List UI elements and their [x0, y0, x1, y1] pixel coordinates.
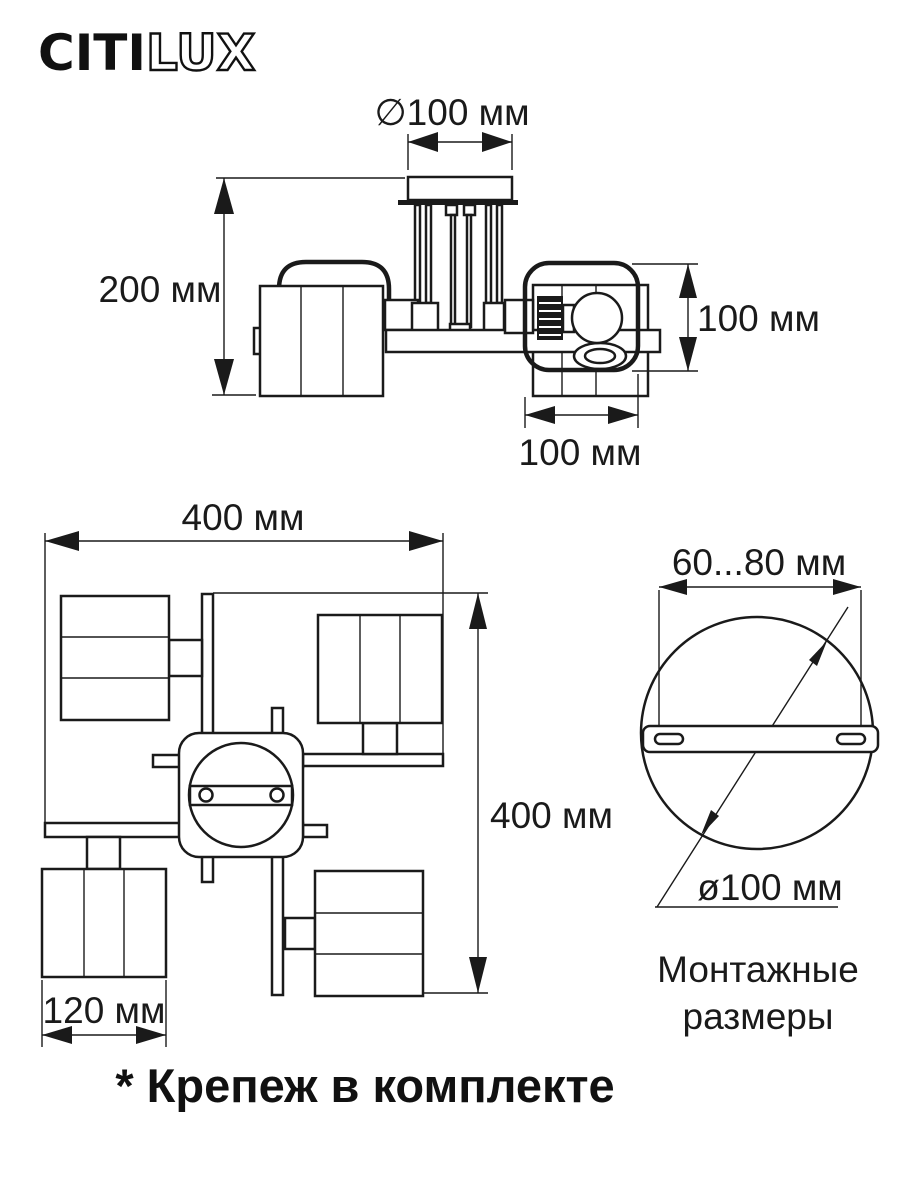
- side-view-drawing: ∅100 мм 200 мм: [99, 92, 820, 473]
- top-left-lamp: [59, 594, 204, 722]
- dim-head-height: 100 мм: [632, 263, 820, 372]
- brand-logo: CITILUX: [38, 23, 257, 83]
- bulb-assembly: [537, 291, 628, 371]
- mounting-caption: Монтажные размеры: [657, 949, 859, 1037]
- dim-head-width: 100 мм: [519, 374, 642, 473]
- dim-label-overall-depth: 400 мм: [490, 795, 613, 836]
- bottom-right-lamp: [283, 869, 425, 998]
- dim-label-shade-width: 120 мм: [43, 990, 166, 1031]
- dim-shade-width: 120 мм: [41, 980, 167, 1047]
- dim-overall-depth: 400 мм: [213, 592, 613, 994]
- right-lamp-frame: [522, 260, 641, 373]
- brand-logo-outline-part: LUX: [145, 23, 257, 83]
- dim-label-head-height: 100 мм: [697, 298, 820, 339]
- diameter-leader: ø100 мм: [655, 606, 849, 908]
- dim-label-plate-diameter: ø100 мм: [697, 867, 843, 908]
- mounting-bracket: [641, 724, 880, 754]
- brand-logo-solid-part: CITI: [38, 24, 147, 82]
- dim-label-fixture-height: 200 мм: [99, 269, 222, 310]
- mounting-drawing: 60...80 мм ø100 мм: [639, 542, 880, 908]
- dim-fixture-height: 200 мм: [99, 177, 405, 396]
- dim-label-overall-width: 400 мм: [182, 497, 305, 538]
- top-right-lamp: [316, 613, 444, 756]
- dim-canopy-diameter: ∅100 мм: [374, 92, 530, 170]
- dim-label-head-width: 100 мм: [519, 432, 642, 473]
- bottom-left-lamp: [40, 835, 168, 979]
- dim-label-canopy-diameter: ∅100 мм: [374, 92, 529, 133]
- dim-label-slot-spacing: 60...80 мм: [672, 542, 846, 583]
- top-view-drawing: 400 мм 400 мм: [40, 497, 613, 1047]
- footnote: * Крепеж в комплекте: [115, 1059, 615, 1112]
- socket-mount-block: [503, 298, 535, 335]
- left-lamp-side: [252, 259, 420, 398]
- central-body: [177, 731, 305, 859]
- dim-slot-spacing: 60...80 мм: [658, 542, 862, 737]
